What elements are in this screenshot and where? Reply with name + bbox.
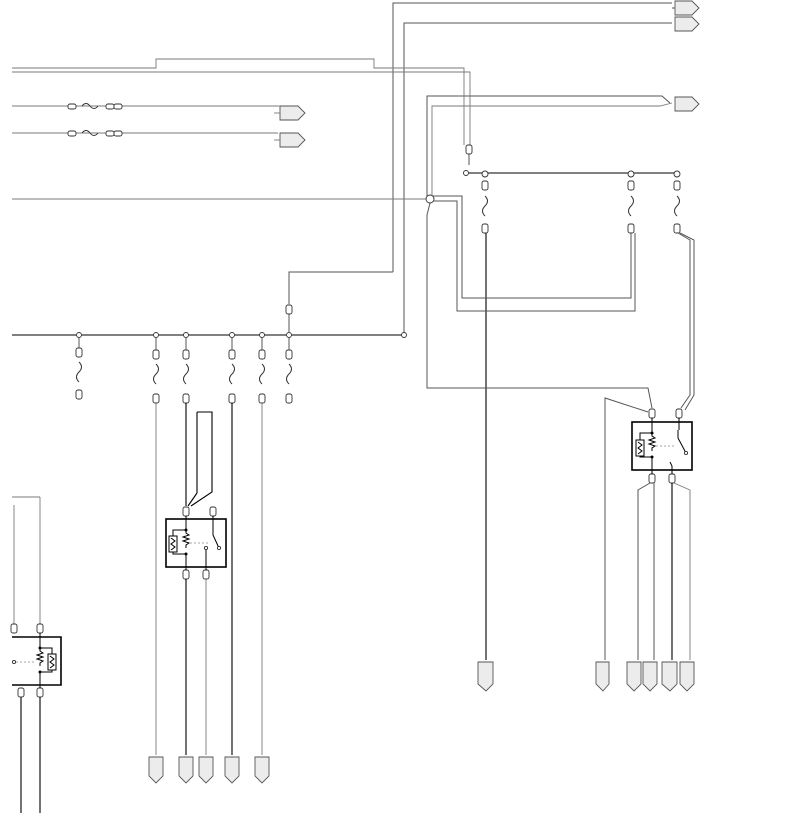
right-output-wires [604, 397, 691, 660]
ground-terminal-icon [148, 756, 164, 784]
connector-arrow-icon [674, 16, 700, 32]
connector-arrow-icon [672, 0, 700, 16]
relay-icon [10, 623, 62, 698]
middle-bus [12, 304, 407, 338]
right-branch-wires [425, 194, 695, 660]
fuse-stubs [78, 337, 290, 350]
top-feed-wires [288, 2, 673, 334]
ground-terminal-icon [642, 661, 658, 692]
fuse-icon [673, 180, 681, 234]
middle-branch-wires [155, 403, 263, 755]
middle-output-wires [185, 579, 207, 755]
fuse-icon [258, 349, 266, 404]
ground-terminal-icon [254, 756, 270, 784]
ground-terminal-icon [477, 661, 494, 692]
connector-arrow-icon [674, 96, 700, 112]
fuse-icon [627, 180, 635, 234]
relay-icon [631, 408, 693, 484]
inline-fuse-2 [67, 130, 123, 137]
left-feed-wires [12, 58, 471, 200]
fuse-icon [481, 180, 489, 234]
ground-terminal-icon [679, 661, 695, 692]
connector-arrow-icon [274, 132, 306, 148]
fuse-icon [152, 349, 160, 404]
ground-terminal-icon [595, 661, 610, 692]
ground-terminal-icon [626, 661, 642, 692]
ground-terminal-icon [198, 756, 214, 784]
left-relay-wires [12, 496, 41, 813]
fuse-icon [285, 349, 293, 404]
connector-arrow-icon [274, 105, 306, 121]
ground-terminal-icon [661, 661, 678, 692]
relay-icon [165, 506, 227, 580]
right-fuse-bus [463, 144, 681, 178]
fuse-icon [182, 349, 190, 404]
ground-terminal-icon [178, 756, 194, 784]
fuse-icon [228, 349, 236, 404]
ground-terminal-icon [224, 756, 240, 784]
inline-fuse-1 [67, 103, 123, 110]
fuse-icon [75, 347, 83, 400]
